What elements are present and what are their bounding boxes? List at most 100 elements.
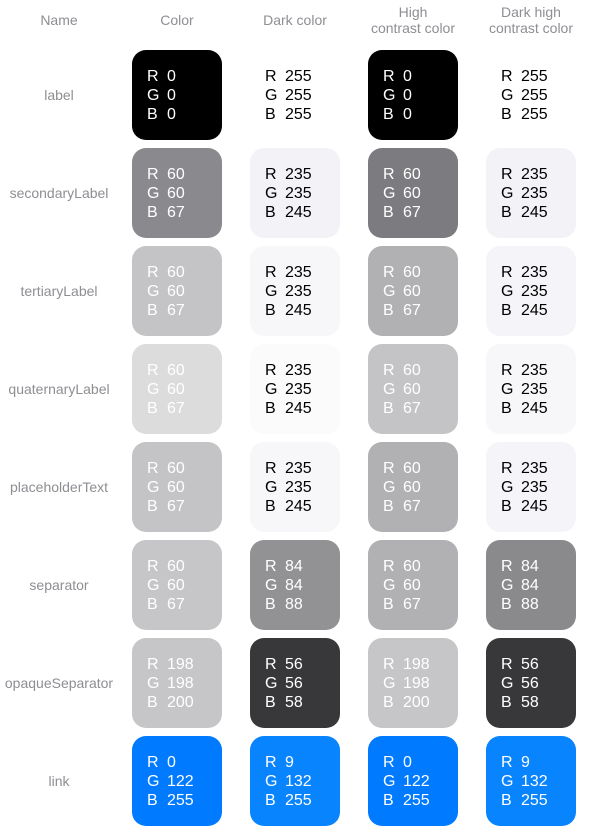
row-name: placeholderText [9, 479, 109, 495]
channel-value: 235 [521, 165, 548, 183]
red-channel: R 56 [265, 655, 340, 674]
channel-value: 235 [285, 478, 312, 496]
channel-value: 58 [285, 693, 303, 711]
channel-letter: G [147, 184, 160, 202]
channel-letter: G [265, 478, 278, 496]
header-high-contrast-color: High contrast color [370, 4, 456, 36]
channel-letter: G [383, 380, 396, 398]
channel-value: 60 [403, 576, 421, 594]
channel-letter: G [147, 380, 160, 398]
channel-value: 255 [285, 67, 312, 85]
channel-value: 245 [285, 301, 312, 319]
channel-letter: G [265, 380, 278, 398]
channel-letter: G [501, 86, 514, 104]
channel-value: 235 [285, 282, 312, 300]
channel-value: 198 [403, 655, 430, 673]
channel-value: 9 [285, 753, 294, 771]
red-channel: R 235 [265, 263, 340, 282]
channel-value: 235 [521, 459, 548, 477]
channel-letter: B [383, 301, 394, 319]
channel-value: 255 [285, 105, 312, 123]
channel-letter: B [501, 791, 512, 809]
channel-letter: R [265, 67, 277, 85]
channel-value: 60 [403, 557, 421, 575]
channel-letter: B [501, 301, 512, 319]
channel-value: 198 [167, 674, 194, 692]
channel-letter: R [383, 459, 395, 477]
channel-letter: B [383, 497, 394, 515]
channel-letter: R [265, 361, 277, 379]
channel-value: 200 [167, 693, 194, 711]
channel-value: 60 [167, 184, 185, 202]
red-channel: R 60 [383, 263, 458, 282]
channel-letter: R [265, 557, 277, 575]
channel-value: 198 [167, 655, 194, 673]
channel-letter: G [501, 478, 514, 496]
channel-letter: G [265, 184, 278, 202]
channel-value: 56 [521, 655, 539, 673]
channel-value: 122 [403, 772, 430, 790]
channel-letter: G [383, 772, 396, 790]
channel-value: 200 [403, 693, 430, 711]
channel-letter: R [265, 655, 277, 673]
channel-letter: G [383, 674, 396, 692]
channel-value: 56 [285, 674, 303, 692]
channel-value: 0 [403, 67, 412, 85]
table-header: Name Color Dark color High contrast colo… [0, 0, 590, 40]
channel-letter: B [147, 399, 158, 417]
channel-letter: B [383, 693, 394, 711]
channel-value: 67 [403, 497, 421, 515]
channel-value: 235 [285, 263, 312, 281]
channel-letter: B [383, 791, 394, 809]
channel-letter: G [383, 184, 396, 202]
channel-value: 0 [167, 105, 176, 123]
channel-value: 235 [521, 380, 548, 398]
channel-value: 56 [285, 655, 303, 673]
channel-letter: G [265, 674, 278, 692]
channel-letter: B [383, 399, 394, 417]
channel-value: 235 [285, 184, 312, 202]
channel-letter: R [265, 263, 277, 281]
channel-value: 60 [403, 263, 421, 281]
header-color: Color [160, 12, 194, 28]
channel-value: 88 [285, 595, 303, 613]
channel-letter: G [501, 184, 514, 202]
channel-letter: G [265, 86, 278, 104]
channel-letter: R [383, 361, 395, 379]
channel-value: 235 [521, 361, 548, 379]
channel-letter: R [383, 263, 395, 281]
